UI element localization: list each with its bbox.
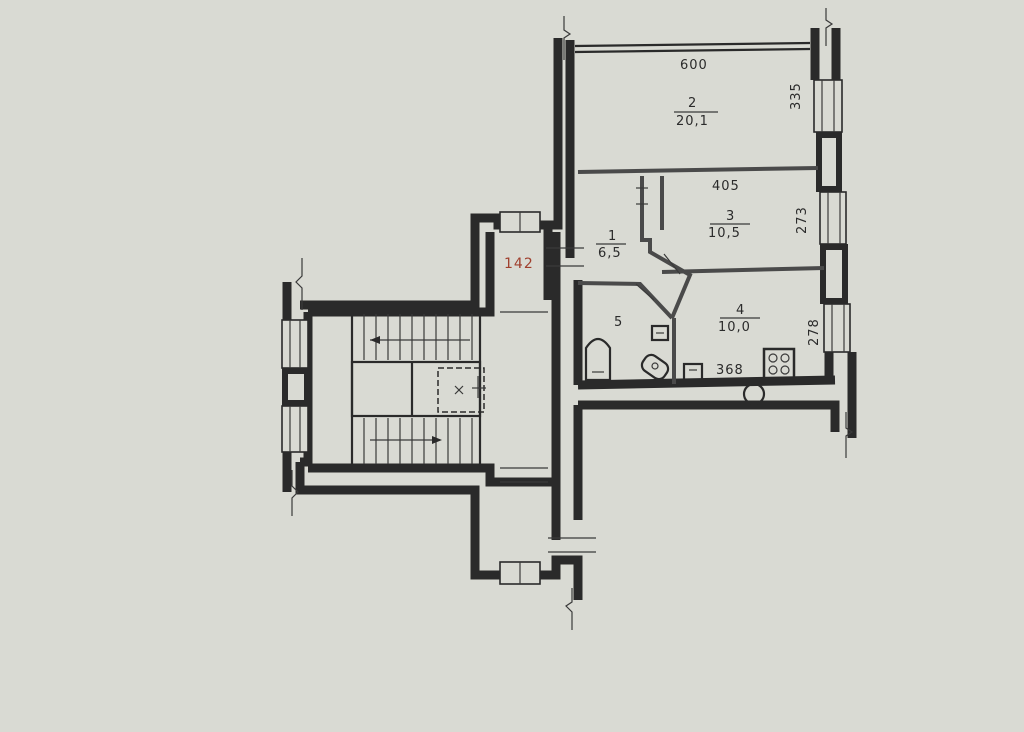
- labels: 600 335 2 20,1 405 273 3 10,5 1 6,5 142 …: [504, 58, 822, 378]
- room5-number: 5: [614, 315, 623, 330]
- elevator-shaft-icon: [437, 367, 486, 413]
- room3-number: 3: [726, 209, 735, 224]
- room2-depth-label: 335: [789, 82, 804, 110]
- walls: [295, 28, 841, 600]
- partitions: [577, 166, 825, 384]
- room4-depth-label: 278: [807, 318, 822, 346]
- stair-arrow-icon: [370, 336, 380, 344]
- sink-icon: [650, 324, 670, 342]
- room4-number: 4: [736, 303, 745, 318]
- wall-break-icon: [295, 258, 303, 310]
- toilet-icon: [640, 353, 670, 381]
- stair-arrow-icon: [432, 436, 442, 444]
- stove-icon: [762, 347, 796, 381]
- stair-steps-upper: [363, 314, 473, 360]
- room2-number: 2: [688, 96, 697, 111]
- wall-break-icon: [563, 16, 572, 60]
- riser-icon: [742, 382, 766, 406]
- room3-area: 10,5: [708, 226, 741, 241]
- room1-number: 1: [608, 229, 617, 244]
- door-openings: [499, 187, 681, 585]
- facade-windows: [813, 79, 857, 438]
- wall-break-icon: [565, 588, 573, 630]
- room1-area: 6,5: [598, 246, 622, 261]
- stair-windows: [281, 282, 310, 492]
- wall-breaks: [291, 8, 854, 630]
- staircase: [350, 310, 486, 468]
- wall-break-icon: [825, 8, 834, 46]
- room4-area: 10,0: [718, 320, 751, 335]
- room2-area: 20,1: [676, 114, 709, 129]
- room3-width-label: 405: [712, 179, 740, 194]
- sink-icon: [682, 362, 704, 382]
- kitchen-width-label: 368: [716, 363, 744, 378]
- wall-break-icon: [845, 412, 854, 458]
- fixtures: [584, 324, 796, 406]
- stair-steps-lower: [363, 418, 473, 464]
- wall-break-icon: [291, 470, 299, 516]
- room2-width-label: 600: [680, 58, 708, 73]
- room3-depth-label: 273: [795, 206, 810, 234]
- bathtub-icon: [584, 337, 612, 382]
- apartment-number: 142: [504, 256, 534, 272]
